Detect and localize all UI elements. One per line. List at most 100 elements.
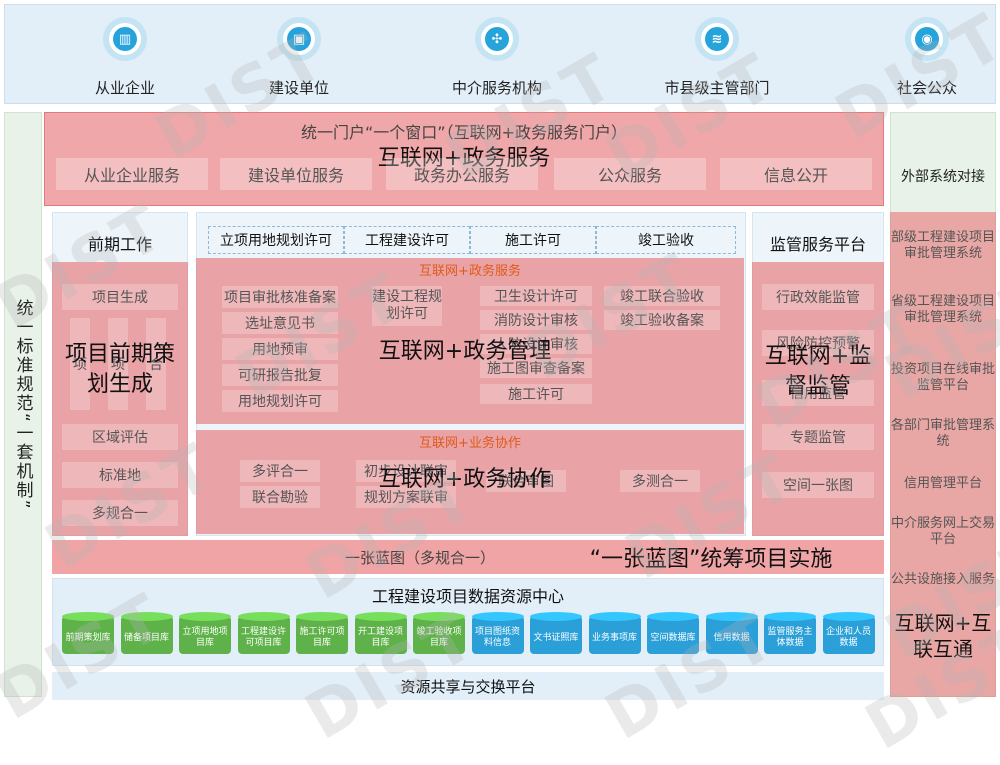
early-item: 项 [70, 318, 90, 410]
database-label: 监管服务主体数据 [767, 627, 813, 648]
supervision-title: 监管服务平台 [769, 235, 866, 254]
external-item: 中介服务网上交易平台 [890, 516, 995, 547]
approval-item: 施工许可 [480, 384, 592, 404]
data-center-title: 工程建设项目数据资源中心 [371, 587, 564, 606]
phase-header: 竣工验收 [596, 226, 736, 254]
portal-overlay-title: 互联网+政务服务 [377, 146, 551, 171]
database-label: 前期策划库 [65, 632, 111, 643]
supervision-overlay-title: 互联网+监督监管 [764, 344, 872, 399]
briefcase-icon: ▣ [277, 17, 321, 61]
gov-collab-overlay-title: 互联网+政务协作 [378, 467, 552, 492]
database-label: 企业和人员数据 [825, 627, 871, 648]
user-label: 市县级主管部门 [664, 79, 770, 97]
external-systems-panel: 部级工程建设项目审批管理系统 省级工程建设项目审批管理系统 投资项目在线审批监管… [890, 212, 996, 697]
collab-item: 联合审图 [486, 470, 566, 492]
database-label: 信用数据 [713, 632, 750, 643]
database-label: 业务事项库 [591, 632, 637, 643]
gov-service-panel [196, 258, 744, 424]
approval-item: 人防设计审核 [480, 334, 592, 354]
user-enterprise: ▥ 从业企业 [45, 5, 205, 105]
phase-header: 工程建设许可 [344, 226, 470, 254]
portal-item: 信息公开 [720, 158, 872, 190]
supervision-item: 空间一张图 [762, 472, 874, 498]
broadcast-icon: ◉ [905, 17, 949, 61]
user-agency: ✣ 中介服务机构 [417, 5, 577, 105]
portal-item: 政务办公服务 [386, 158, 538, 190]
approval-item: 可研报告批复 [222, 364, 338, 386]
phase-header: 立项用地规划许可 [208, 226, 344, 254]
database-cylinder: 信用数据 [705, 612, 758, 658]
database-cylinder: 施工许可项目库 [296, 612, 348, 658]
collab-item: 多测合一 [620, 470, 700, 492]
user-bar: ▥ 从业企业 ▣ 建设单位 ✣ 中介服务机构 ≋ 市县级主管部门 ◉ 社会公众 [4, 4, 996, 104]
database-cylinder: 前期策划库 [62, 612, 114, 658]
gov-service-header: 互联网+政务服务 [419, 263, 521, 279]
collab-item: 多评合一 [240, 460, 320, 482]
database-cylinder: 业务事项库 [588, 612, 641, 658]
external-item: 公共设施接入服务 [890, 572, 995, 587]
external-item: 信用管理平台 [903, 476, 982, 491]
collab-item: 规划方案联审 [356, 486, 456, 508]
database-label: 项目图纸资料信息 [474, 627, 520, 648]
database-label: 储备项目库 [123, 632, 169, 643]
blueprint-bar [52, 540, 884, 574]
early-item: 区域评估 [62, 424, 178, 450]
early-item: 多规合一 [62, 500, 178, 526]
approval-item: 竣工联合验收 [604, 286, 720, 306]
supervision-item: 风险防控预警 [762, 330, 874, 356]
database-cylinder: 监管服务主体数据 [764, 612, 816, 658]
approval-item: 竣工验收备案 [604, 310, 720, 330]
database-label: 立项用地项目库 [182, 627, 228, 648]
database-label: 竣工验收项目库 [416, 627, 462, 648]
database-cylinder: 项目图纸资料信息 [471, 612, 524, 658]
database-label: 空间数据库 [650, 632, 696, 643]
user-label: 从业企业 [94, 79, 155, 97]
exchange-platform: 资源共享与交换平台 [52, 672, 884, 700]
database-cylinder: 空间数据库 [647, 612, 699, 658]
external-item: 省级工程建设项目审批管理系统 [890, 294, 995, 325]
external-item: 各部门审批管理系统 [890, 418, 995, 449]
approval-item: 消防设计审核 [480, 310, 592, 330]
early-item: 项 [108, 318, 128, 410]
database-cylinder: 企业和人员数据 [822, 612, 875, 658]
portal-item: 公众服务 [554, 158, 706, 190]
early-item: 项目生成 [62, 284, 178, 310]
standards-bar: 统一标准规范“一套机制” [4, 112, 42, 697]
database-cylinder: 竣工验收项目库 [413, 612, 465, 658]
portal-item: 建设单位服务 [220, 158, 372, 190]
portal-panel [44, 112, 884, 206]
gov-manage-overlay-title: 互联网+政务管理 [378, 339, 552, 364]
database-cylinder: 文书证照库 [530, 612, 582, 658]
early-item: 标准地 [62, 462, 178, 488]
early-work-title: 前期工作 [87, 235, 152, 254]
external-item: 投资项目在线审批监管平台 [890, 362, 995, 393]
biz-collab-header: 互联网+业务协作 [419, 435, 521, 451]
user-label: 社会公众 [896, 79, 957, 97]
supervision-item: 行政效能监管 [762, 284, 874, 310]
approval-item: 选址意见书 [222, 312, 338, 334]
supervision-red: 行政效能监管 风险防控预警 信用监管 专题监管 空间一张图 [752, 262, 884, 536]
layers-icon: ≋ [695, 17, 739, 61]
early-item: 合 [146, 318, 166, 410]
external-overlay-title: 互联网+互联互通 [894, 611, 992, 661]
building-icon: ▥ [103, 17, 147, 61]
user-construction-unit: ▣ 建设单位 [219, 5, 379, 105]
supervision-item: 信用监管 [762, 380, 874, 406]
portal-item: 从业企业服务 [56, 158, 208, 190]
blueprint-label: 一张蓝图（多规合一） [344, 548, 495, 567]
approval-item: 项目审批核准备案 [222, 286, 338, 308]
external-systems-title: 外部系统对接 [901, 169, 985, 185]
database-cylinder: 立项用地项目库 [179, 612, 231, 658]
early-work-red: 项目生成 项 项 合 区域评估 标准地 多规合一 [52, 262, 188, 536]
standards-label: 统一标准规范“一套机制” [12, 298, 33, 511]
early-overlay-title: 项目前期策划生成 [64, 342, 175, 397]
approval-item: 建设工程规划许可 [372, 286, 442, 326]
phase-header: 施工许可 [470, 226, 596, 254]
user-label: 中介服务机构 [451, 79, 542, 97]
collab-item: 初步设计联审 [356, 460, 456, 482]
database-label: 工程建设许可项目库 [240, 627, 286, 648]
biz-collab-panel [196, 430, 744, 534]
user-label: 建设单位 [268, 79, 329, 97]
approval-item: 用地预审 [222, 338, 338, 360]
user-public: ◉ 社会公众 [847, 5, 1000, 105]
